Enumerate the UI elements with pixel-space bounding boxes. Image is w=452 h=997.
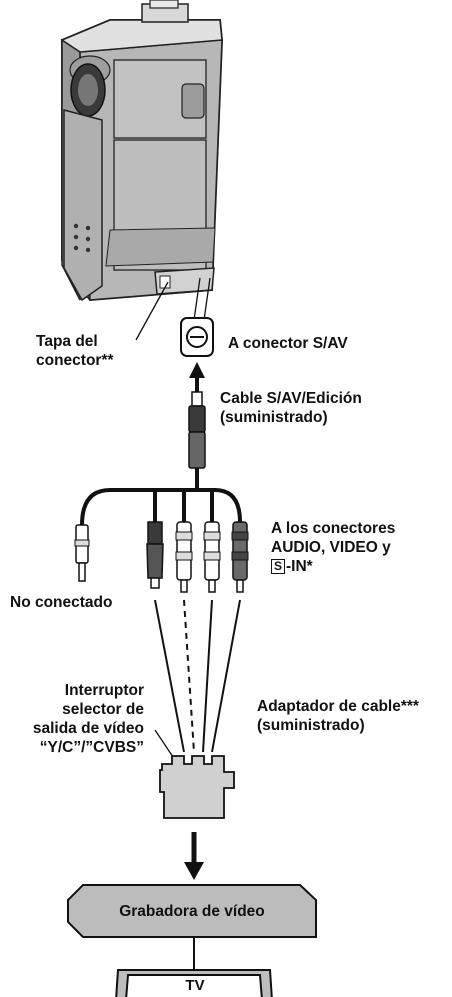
vcr-label: Grabadora de vídeo: [119, 903, 265, 920]
s-in-symbol: S: [271, 559, 286, 574]
cable-adapter-label: Adaptador de cable*** (suministrado): [257, 698, 419, 734]
vcr-box: [67, 884, 317, 938]
audio-plug-red: [231, 521, 249, 593]
connectors-label: A los conectores AUDIO, VIDEO y S-IN*: [271, 520, 396, 575]
unconnected-plug: [74, 524, 90, 582]
video-plug: [175, 521, 193, 593]
not-connected-label: No conectado: [10, 594, 113, 611]
sav-connector-label: A conector S/AV: [228, 335, 348, 352]
cable-label: Cable S/AV/Edición (suministrado): [220, 390, 362, 426]
sav-connector-icon: [180, 317, 214, 357]
output-switch-label: Interruptor selector de salida de vídeo …: [32, 682, 144, 756]
cover-leader-line: [135, 281, 169, 341]
cable-adapter-icon: [159, 755, 235, 819]
tv-set: [115, 969, 273, 997]
sav-plug: [188, 391, 206, 490]
s-video-plug: [146, 521, 164, 589]
camcorder-illustration: [60, 0, 224, 302]
connector-cover-label: Tapa del conector**: [36, 333, 114, 369]
audio-plug-white: [203, 521, 221, 593]
tv-label: TV: [185, 977, 205, 994]
